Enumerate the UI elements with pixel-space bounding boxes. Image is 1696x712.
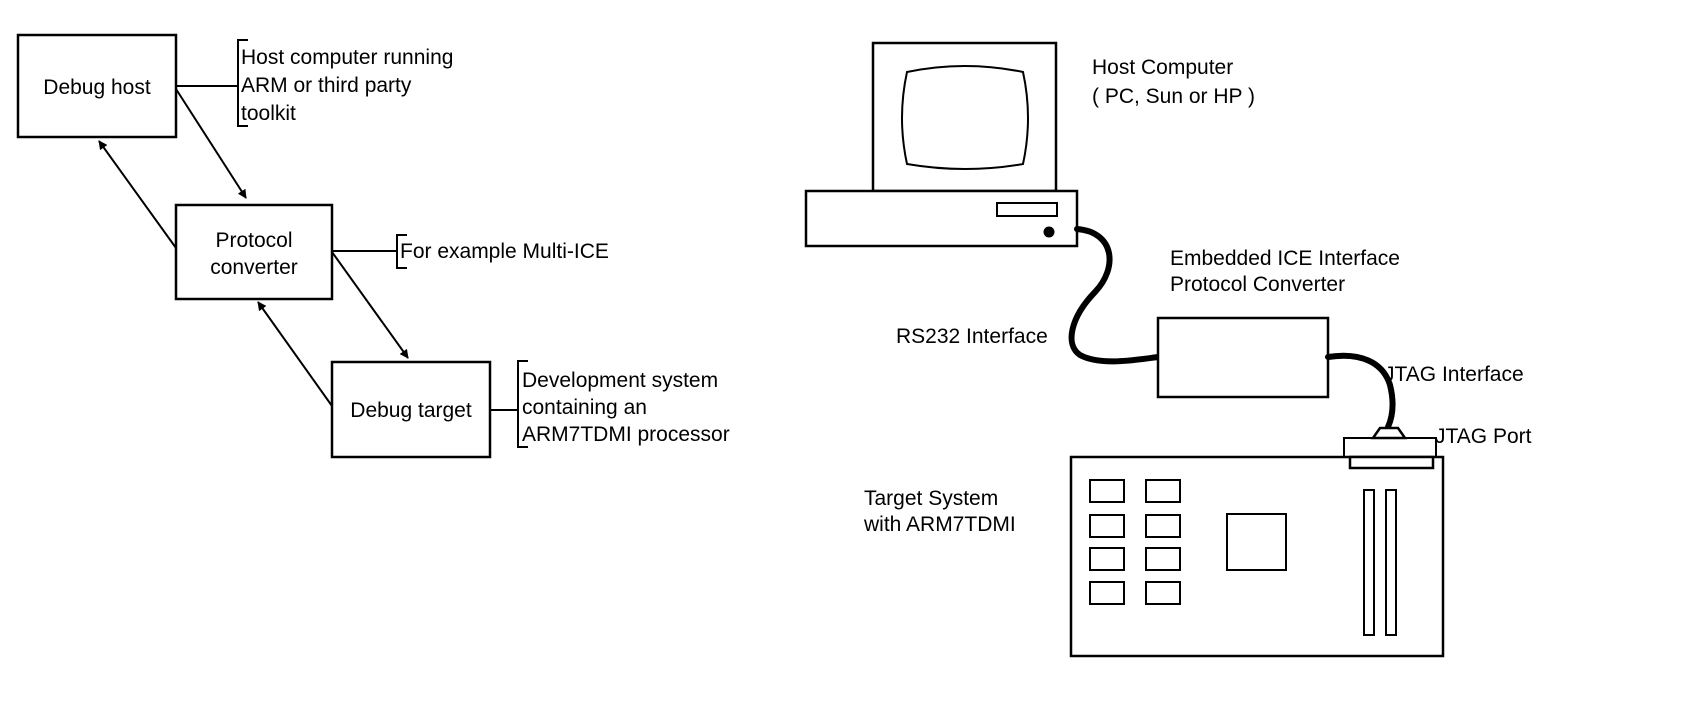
embedded-ice-label-1: Embedded ICE Interface — [1170, 247, 1400, 270]
debug-target-note-line-1: Development system — [522, 369, 718, 392]
target-system-label-1: Target System — [864, 487, 998, 510]
target-system-label-2: with ARM7TDMI — [863, 513, 1016, 536]
debug-host-note-bracket — [237, 39, 248, 127]
target-board-illustration — [1069, 437, 1445, 658]
debug-target-block: Debug target — [330, 360, 492, 459]
protocol-converter-note-bracket — [396, 234, 407, 269]
debug-host-note-line-3: toolkit — [241, 102, 296, 125]
debug-host-block: Debug host — [16, 33, 178, 139]
arrow-target-to-converter — [257, 301, 333, 407]
debug-host-label: Debug host — [43, 76, 151, 99]
computer-base-illustration — [804, 189, 1079, 248]
debug-target-note-bracket — [517, 360, 528, 448]
jtag-connector — [1370, 426, 1408, 440]
host-computer-label-1: Host Computer — [1092, 56, 1233, 79]
rs232-cable — [1068, 226, 1161, 365]
jtag-port-label: JTAG Port — [1435, 425, 1532, 448]
left-block-diagram: Debug host Host computer running ARM or … — [16, 33, 730, 459]
protocol-converter-label-1: Protocol — [215, 229, 292, 252]
jtag-cable — [1325, 352, 1396, 430]
host-computer-label-2: ( PC, Sun or HP ) — [1092, 85, 1255, 108]
debug-host-note-line-1: Host computer running — [241, 46, 453, 69]
monitor-illustration — [871, 41, 1058, 193]
protocol-converter-box — [1156, 316, 1330, 399]
protocol-converter-label-2: converter — [210, 256, 298, 279]
arrow-host-to-converter — [175, 88, 247, 199]
arrow-converter-to-target — [331, 251, 409, 359]
arrow-converter-to-host — [98, 140, 177, 249]
rs232-interface-label: RS232 Interface — [896, 325, 1048, 348]
debug-target-label: Debug target — [350, 399, 472, 422]
jtag-interface-label: JTAG Interface — [1384, 363, 1524, 386]
embedded-ice-label-2: Protocol Converter — [1170, 273, 1345, 296]
debug-target-note-line-2: containing an — [522, 396, 647, 419]
protocol-converter-block: Protocol converter — [174, 203, 334, 301]
right-hardware-diagram: Host Computer ( PC, Sun or HP ) RS232 In… — [804, 41, 1532, 658]
debug-host-note-line-2: ARM or third party — [241, 74, 412, 97]
debug-target-note-line-3: ARM7TDMI processor — [522, 423, 730, 446]
protocol-converter-note: For example Multi-ICE — [400, 240, 609, 263]
